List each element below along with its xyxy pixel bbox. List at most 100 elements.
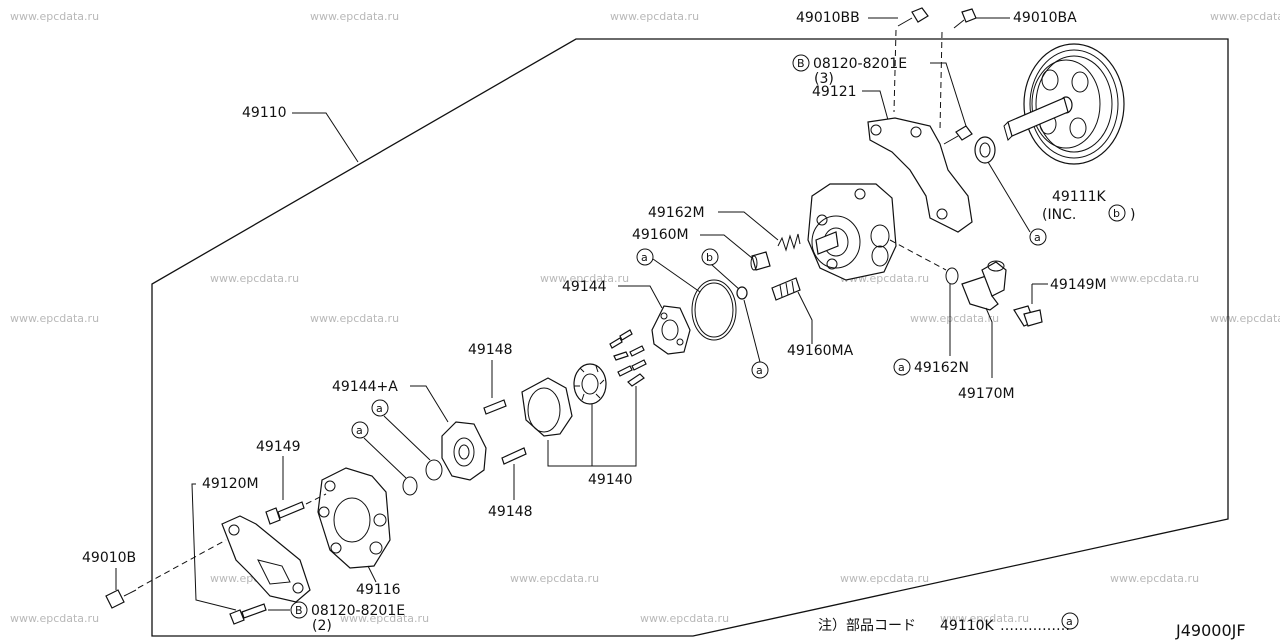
small-oring-icon [736,286,748,300]
bolt-08120-top-icon [943,125,973,145]
spring-49162m-icon [777,233,801,252]
pin-49148-top-icon [483,399,507,415]
leader-line [618,285,663,309]
bolt-49010ba-icon [953,8,977,29]
leader-line [700,234,753,259]
union-49170m-icon [961,260,1007,311]
callout-a-icon [1061,612,1079,630]
watermark: www.epcdata.ru [1110,572,1199,585]
callout-b-letter: B [797,57,805,70]
label-49170m: 49170M [958,386,1015,402]
bracket-hole [910,126,922,138]
watermark: www.epcdata.ru [340,612,429,625]
bracket-49120m [221,515,311,603]
leader-line [367,565,377,583]
bracket-hole [292,582,304,594]
leader-line [652,258,701,293]
label-49149m: 49149M [1050,277,1107,293]
watermark: www.epcdata.ru [640,612,729,625]
rotor-icon [573,363,607,405]
leader-line [363,437,407,479]
washer-a-icon [974,136,996,164]
assembly-boundary [151,38,1229,637]
watermark: www.epcdata.ru [510,572,599,585]
callout-a-icon [893,358,911,376]
callout-a-icon [636,248,654,266]
label-49162n: 49162N [914,360,969,376]
label-49010b: 49010B [82,550,136,566]
callout-a-letter: a [641,251,648,264]
label-49111k: 49111K [1052,189,1107,205]
bolt-49149-icon [265,501,305,525]
label-49162m: 49162M [648,205,705,221]
leader-line [711,264,741,291]
dashed-axis [893,29,897,113]
watermark: www.epcdata.ru [10,312,99,325]
callout-a-letter: a [376,402,383,415]
cam-ring-icon [521,377,573,437]
callout-a-icon [351,421,369,439]
note-part: 49110K [940,618,995,634]
bolt-49010b-icon [105,589,137,609]
label-08120-8201e-top: 08120-8201E [813,56,907,72]
callout-a-icon [751,361,769,379]
callout-a-letter: a [1034,231,1041,244]
label-49148-bottom: 49148 [488,504,533,520]
label-49148-top: 49148 [468,342,513,358]
callout-a-letter: a [356,424,363,437]
callout-b-letter: B [295,604,303,617]
bracket-hole [936,208,948,220]
diagram-code: J49000JF [1175,621,1246,640]
bracket-hole [870,124,882,136]
label-49121: 49121 [812,84,857,100]
label-qty-3: (3) [814,71,834,87]
leader-line [191,483,237,611]
dashed-axis [939,31,943,131]
leader-line [930,62,967,127]
watermark: www.epcdata.ru [310,312,399,325]
label-49110: 49110 [242,105,287,121]
leader-line [985,307,993,378]
watermark: www.epcdata.ru [540,272,629,285]
leader-line [718,211,779,241]
watermark: www.epcdata.ru [1110,272,1199,285]
watermark: www.epcdata.ru [1210,10,1280,23]
leader-line [383,415,431,461]
label-49116: 49116 [356,582,401,598]
callout-a-icon [371,399,389,417]
label-49010bb: 49010BB [796,10,860,26]
dashed-axis [889,239,947,271]
valve-49160ma-icon [771,277,801,301]
label-49140: 49140 [588,472,633,488]
watermark: www.epcdata.ru [210,272,299,285]
callout-b-letter: b [1113,207,1120,220]
vanes-icon [609,329,647,387]
bolt-08120-bottom-icon [229,603,267,625]
leader-line [862,90,889,121]
valve-49160m-icon [750,251,771,271]
bracket-hole [257,559,291,585]
watermark: www.epcdata.ru [10,10,99,23]
watermark: www.epcdata.ru [310,10,399,23]
leader-line [797,291,813,344]
dashed-axis [137,539,227,589]
note-dots: …………… [1000,618,1070,634]
label-49111k-inc: (INC. [1042,207,1076,223]
label-49010ba: 49010BA [1013,10,1077,26]
label-08120-8201e-bottom: 08120-8201E [311,603,405,619]
watermark: www.epcdata.ru [840,572,929,585]
label-49149: 49149 [256,439,301,455]
bracket-49121 [867,117,973,233]
oring-small-icon [425,459,443,481]
plate-49144a [441,421,487,481]
callout-a-letter: a [756,364,763,377]
label-49120m: 49120M [202,476,259,492]
watermarks: www.epcdata.ru www.epcdata.ru www.epcdat… [10,10,1280,625]
oring-small-icon [402,476,418,496]
callout-b-upper-icon [792,54,810,72]
note-prefix: 注）部品コード [818,618,916,634]
leader-line [987,161,1031,233]
dashed-axis [305,493,327,505]
label-49160m: 49160M [632,227,689,243]
